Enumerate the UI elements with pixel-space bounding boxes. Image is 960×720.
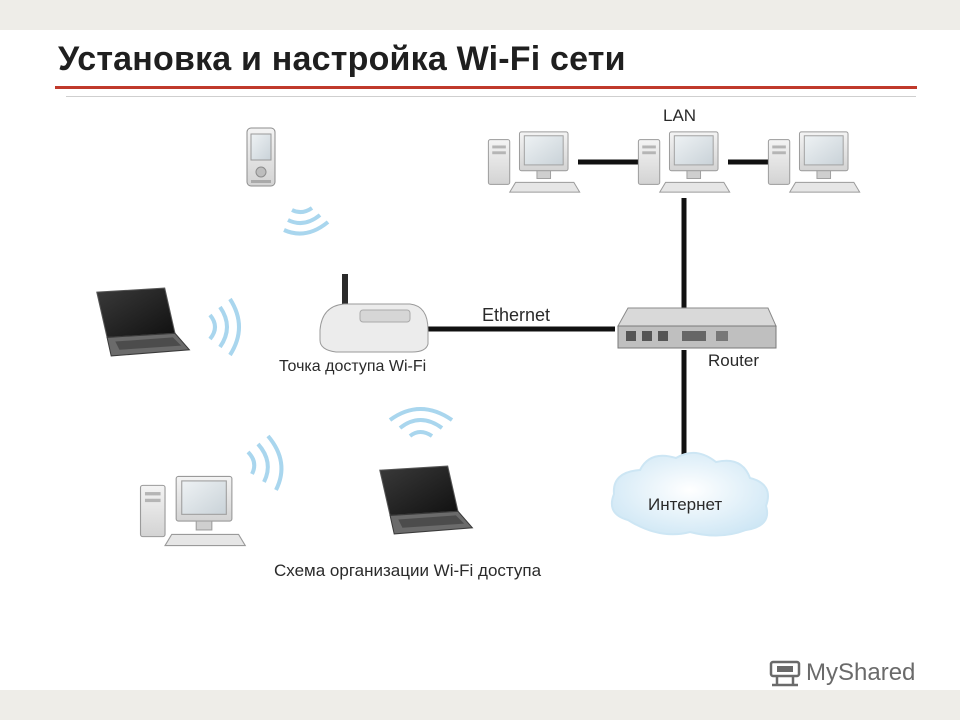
desktop-bottom-left-icon <box>139 475 246 547</box>
ethernet-label: Ethernet <box>482 305 550 325</box>
watermark-logo: MyShared <box>768 658 915 688</box>
title-underline-red <box>55 86 917 89</box>
router-label: Router <box>708 351 759 370</box>
page-title: Установка и настройка Wi-Fi сети <box>58 40 626 78</box>
lan-desktop-left-icon <box>487 131 581 193</box>
cables <box>425 159 770 465</box>
laptop-left-wifi-signal-icon <box>210 299 239 355</box>
laptop-bottom-wifi-signal-icon <box>388 407 454 438</box>
router-icon <box>617 307 777 349</box>
watermark-text: MyShared <box>806 659 916 686</box>
laptop-bottom-icon <box>379 465 473 535</box>
access-point-label: Точка доступа Wi-Fi <box>279 358 426 375</box>
myshared-logo-icon <box>769 660 801 687</box>
lan-label: LAN <box>663 106 696 125</box>
wifi-access-point-icon <box>319 274 429 353</box>
title-underline-grey <box>66 96 916 97</box>
pda-icon <box>246 127 276 187</box>
cloud-icon <box>610 451 769 537</box>
bottom-band <box>0 690 960 720</box>
pda-wifi-signal-icon <box>283 206 330 236</box>
laptop-left-icon <box>96 287 190 357</box>
lan-desktop-right-icon <box>767 131 861 193</box>
internet-label: Интернет <box>648 495 722 514</box>
diagram-caption: Схема организации Wi-Fi доступа <box>274 561 542 580</box>
desktop-wifi-signal-icon <box>246 434 284 491</box>
lan-desktop-center-icon <box>637 131 731 193</box>
top-band <box>0 0 960 30</box>
